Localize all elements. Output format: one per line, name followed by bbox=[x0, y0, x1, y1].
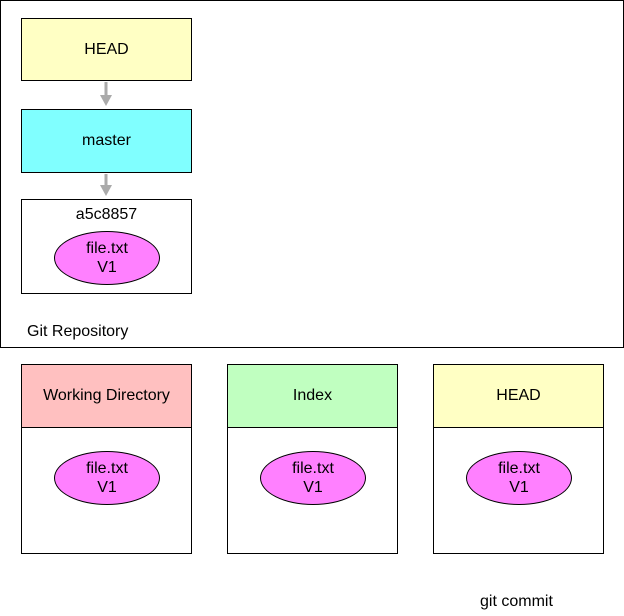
head-blob: file.txt V1 bbox=[466, 451, 572, 505]
blob-name: file.txt bbox=[86, 240, 128, 257]
blob-name: file.txt bbox=[292, 460, 334, 477]
commit-blob: file.txt V1 bbox=[54, 231, 160, 285]
head-title: HEAD bbox=[496, 387, 541, 404]
commit-id: a5c8857 bbox=[75, 206, 138, 223]
blob-version: V1 bbox=[97, 479, 117, 496]
head-header: HEAD bbox=[434, 365, 603, 428]
head-to-master-arrow bbox=[100, 82, 112, 106]
working-directory-blob: file.txt V1 bbox=[54, 451, 160, 505]
blob-version: V1 bbox=[509, 479, 529, 496]
head-area: HEAD file.txt V1 bbox=[433, 364, 604, 554]
working-directory-title: Working Directory bbox=[43, 387, 170, 404]
working-directory-header: Working Directory bbox=[22, 365, 191, 428]
master-branch-box: master bbox=[21, 109, 192, 173]
blob-version: V1 bbox=[97, 259, 117, 276]
index-title: Index bbox=[292, 387, 333, 404]
master-to-commit-arrow bbox=[100, 174, 112, 196]
master-branch-label: master bbox=[82, 132, 131, 149]
repository-label: Git Repository bbox=[27, 323, 129, 340]
blob-name: file.txt bbox=[86, 460, 128, 477]
index-area: Index file.txt V1 bbox=[227, 364, 398, 554]
index-header: Index bbox=[228, 365, 397, 428]
command-caption: git commit bbox=[480, 593, 553, 610]
working-directory-area: Working Directory file.txt V1 bbox=[21, 364, 192, 554]
commit-box: a5c8857 file.txt V1 bbox=[21, 199, 192, 294]
index-blob: file.txt V1 bbox=[260, 451, 366, 505]
blob-version: V1 bbox=[303, 479, 323, 496]
blob-name: file.txt bbox=[498, 460, 540, 477]
head-pointer-box: HEAD bbox=[21, 18, 192, 81]
head-pointer-label: HEAD bbox=[84, 40, 129, 58]
